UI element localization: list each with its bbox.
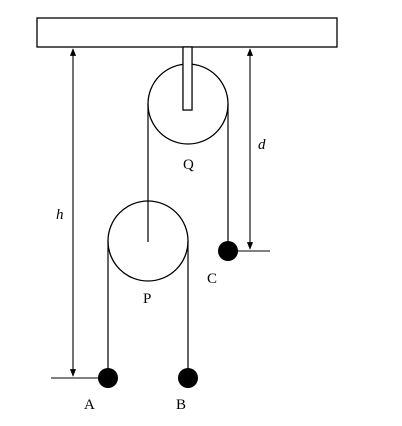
label-q: Q xyxy=(183,157,194,173)
label-c: C xyxy=(207,271,217,287)
label-b: B xyxy=(176,397,186,413)
label-p: P xyxy=(143,291,151,307)
pulley-q-bracket-front xyxy=(182,46,193,111)
label-h: h xyxy=(56,207,64,223)
ceiling-bar xyxy=(36,17,338,48)
label-d: d xyxy=(258,137,266,153)
label-a: A xyxy=(84,397,95,413)
mass-b xyxy=(178,368,198,388)
